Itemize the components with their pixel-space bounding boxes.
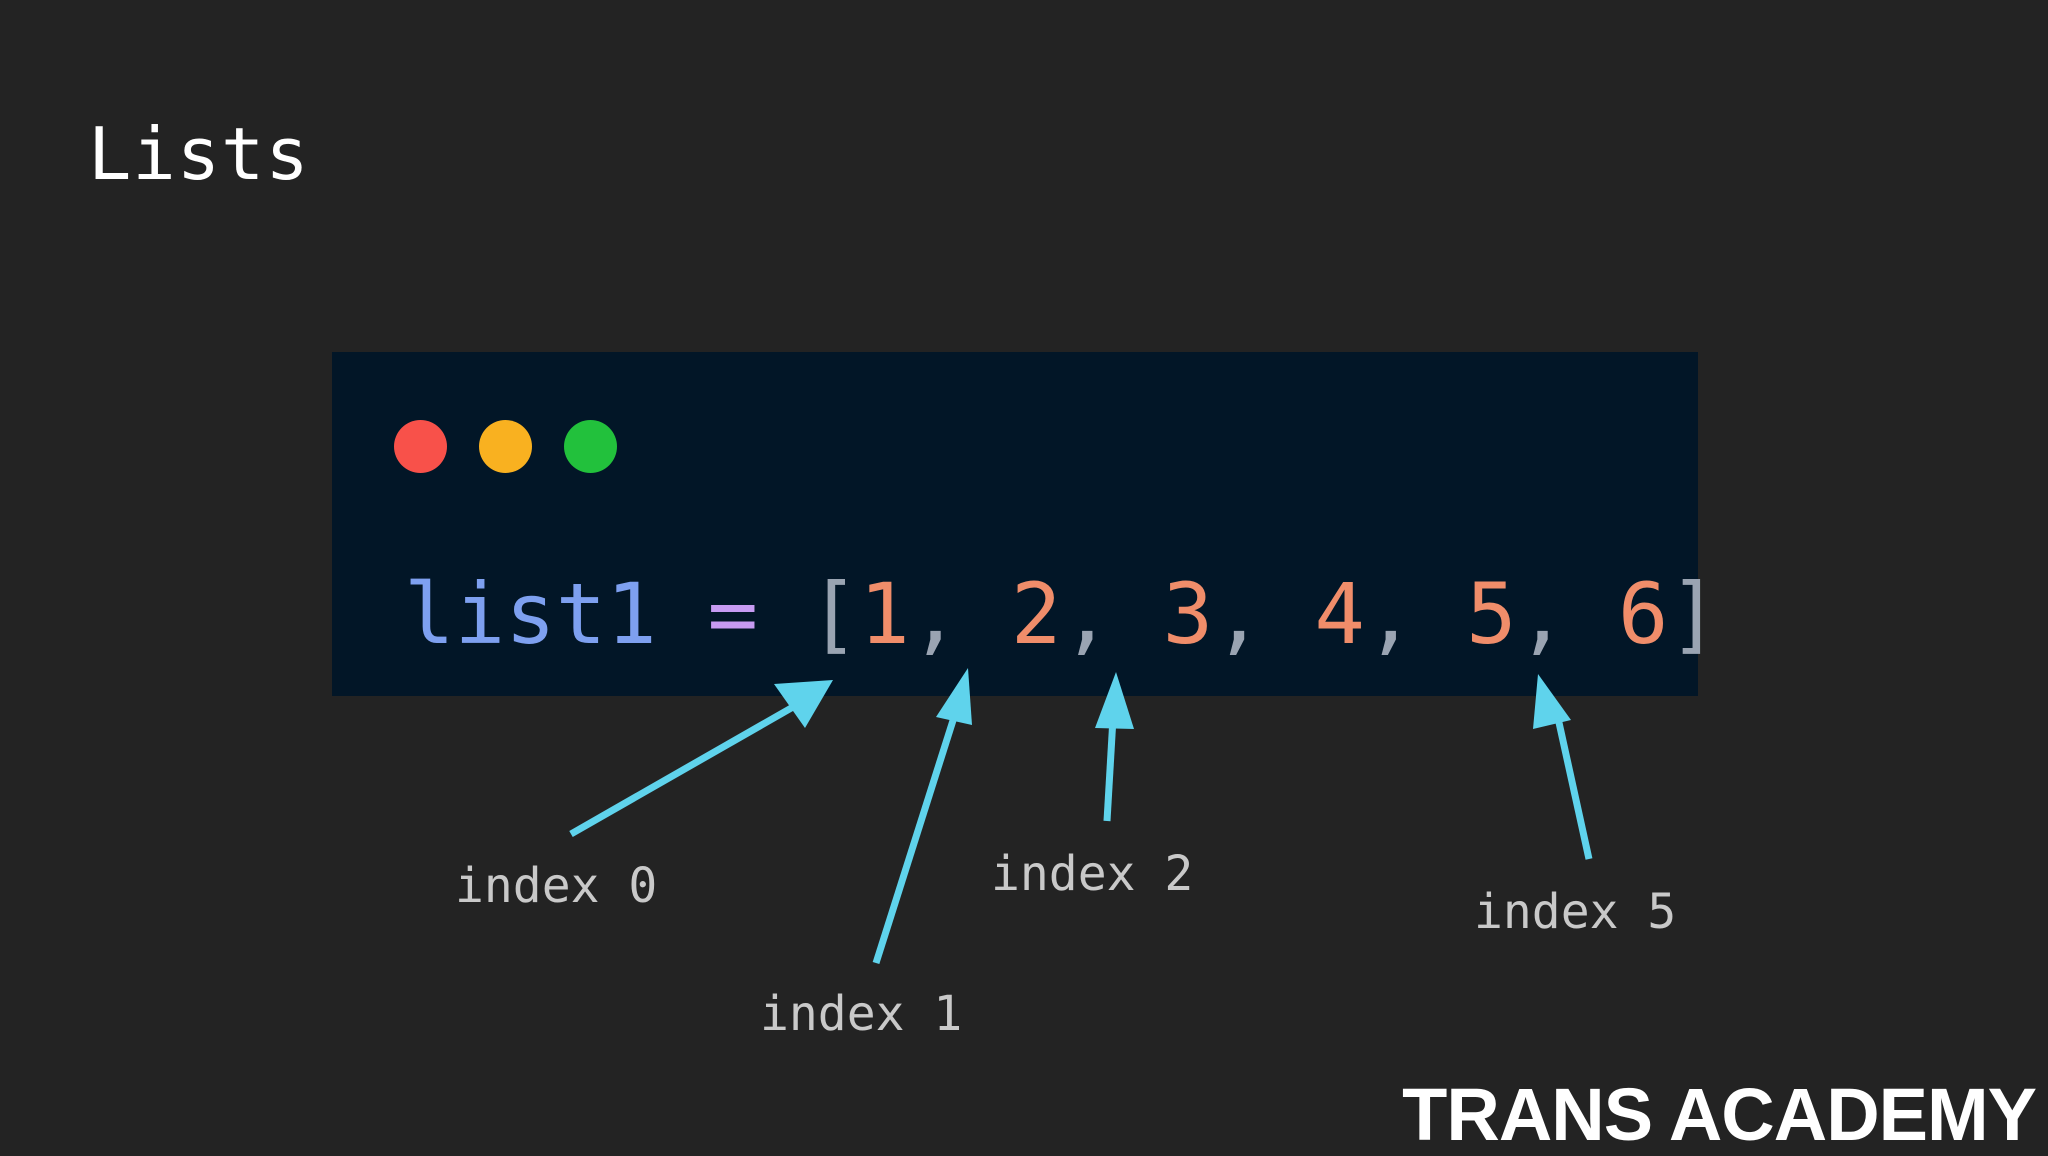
list-element: 5 [1466, 565, 1517, 663]
list-element: 1 [859, 565, 910, 663]
code-window: list1 = [1, 2, 3, 4, 5, 6] [332, 352, 1719, 696]
assign-operator: = [707, 565, 759, 663]
maximize-dot-icon [564, 420, 617, 473]
arrow-index-5 [1533, 674, 1593, 860]
minimize-dot-icon [479, 420, 532, 473]
index-label: index 2 [991, 846, 1194, 902]
comma: , [1364, 565, 1467, 663]
slide-title: Lists [88, 112, 310, 196]
comma: , [1213, 565, 1315, 663]
list-element: 6 [1617, 565, 1669, 663]
variable-name: list1 [404, 565, 657, 663]
arrow-index-0 [569, 680, 833, 838]
window-controls [394, 420, 617, 473]
comma: , [1516, 565, 1618, 663]
arrow-index-1 [872, 668, 972, 965]
comma: , [1061, 565, 1163, 663]
index-label: index 1 [760, 986, 963, 1042]
close-dot-icon [394, 420, 447, 473]
brand-logo: TRANS ACADEMY [1402, 1073, 2037, 1156]
open-bracket: [ [808, 565, 860, 663]
index-label: index 5 [1474, 884, 1677, 940]
list-element: 2 [1010, 565, 1062, 663]
comma: , [909, 565, 1011, 663]
list-element: 4 [1314, 565, 1365, 663]
list-element: 3 [1162, 565, 1214, 663]
index-label: index 0 [455, 858, 658, 914]
close-bracket: ] [1668, 565, 1720, 663]
code-line: list1 = [1, 2, 3, 4, 5, 6] [404, 572, 1719, 656]
